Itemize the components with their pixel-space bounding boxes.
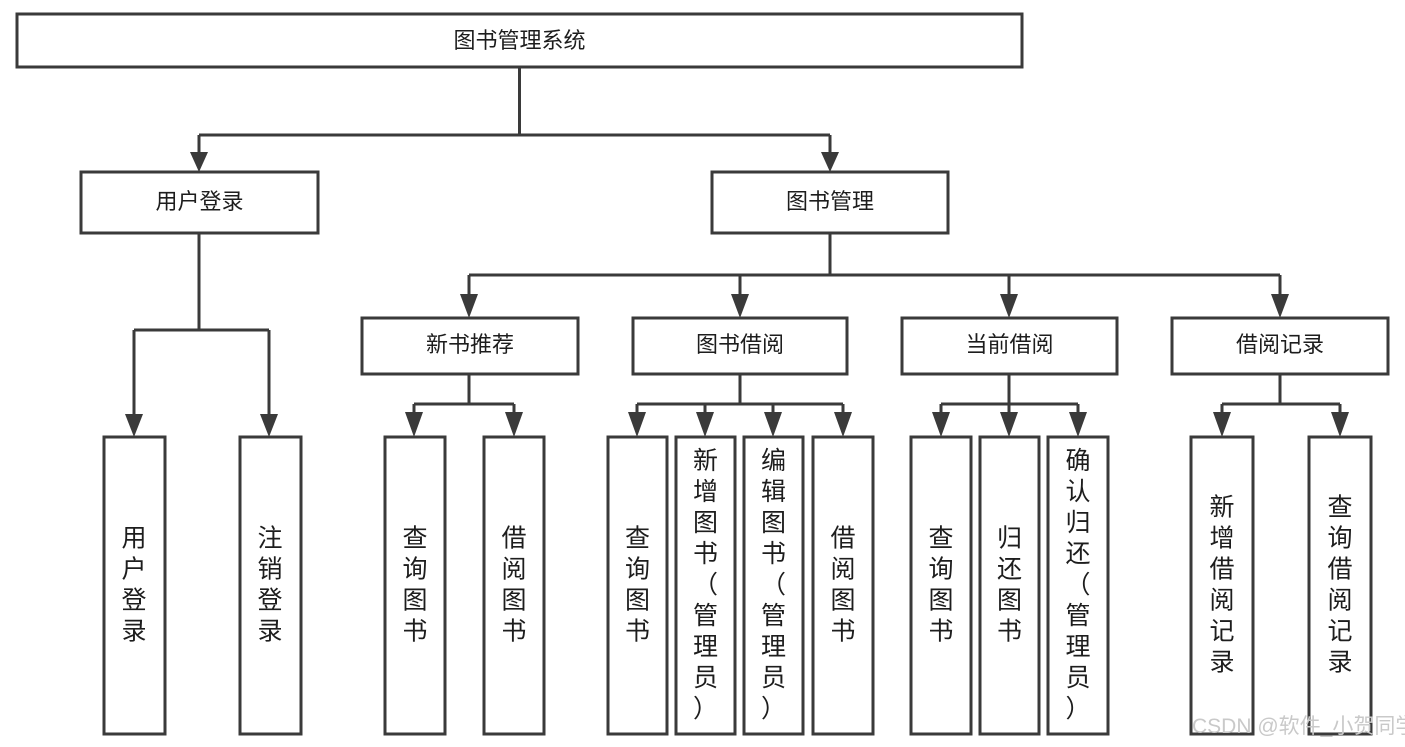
- arrowhead-leaf-edit-book: [764, 412, 782, 437]
- node-new-book-rec[interactable]: 新书推荐: [360, 316, 580, 376]
- node-leaf-confirm-return-label: 确认归还（管理员）: [1065, 447, 1090, 723]
- node-user-login[interactable]: 用户登录: [79, 170, 320, 235]
- arrowhead-leaf-query-record: [1331, 412, 1349, 437]
- node-user-login-box[interactable]: [79, 170, 320, 235]
- node-leaf-query-book-3-label: 查询图书: [928, 525, 953, 646]
- node-book-manage-label: 图书管理: [786, 189, 874, 214]
- node-leaf-edit-book[interactable]: 编辑图书（管理员）: [742, 435, 805, 736]
- node-leaf-return-book-label: 归还图书: [997, 525, 1022, 646]
- node-book-borrow-label: 图书借阅: [696, 332, 784, 357]
- arrowhead-leaf-user-login: [125, 414, 143, 437]
- node-new-book-rec-label: 新书推荐: [426, 332, 514, 357]
- node-leaf-user-login-box[interactable]: [102, 435, 167, 736]
- node-leaf-add-record-label: 新增借阅记录: [1209, 494, 1234, 677]
- node-leaf-query-book-2-box[interactable]: [606, 435, 669, 736]
- arrowhead-current-borrow: [1000, 294, 1018, 318]
- node-new-book-rec-box[interactable]: [360, 316, 580, 376]
- arrowhead-leaf-confirm-return: [1069, 412, 1087, 437]
- node-borrow-record-box[interactable]: [1170, 316, 1390, 376]
- arrowhead-new-book-rec: [460, 294, 478, 318]
- arrowhead-leaf-query-book-3: [932, 412, 950, 437]
- node-root[interactable]: 图书管理系统: [15, 12, 1024, 69]
- arrowhead-leaf-add-record: [1213, 412, 1231, 437]
- arrowhead-book-manage: [821, 152, 839, 172]
- node-leaf-query-record[interactable]: 查询借阅记录: [1307, 435, 1373, 736]
- node-leaf-user-login[interactable]: 用户登录: [102, 435, 167, 736]
- node-leaf-borrow-book-2-label: 借阅图书: [830, 525, 855, 646]
- node-leaf-borrow-book-1-label: 借阅图书: [501, 525, 526, 646]
- node-leaf-query-book-2[interactable]: 查询图书: [606, 435, 669, 736]
- node-leaf-confirm-return-box[interactable]: [1046, 435, 1110, 736]
- node-leaf-borrow-book-2[interactable]: 借阅图书: [811, 435, 875, 736]
- node-user-login-label: 用户登录: [155, 189, 243, 214]
- node-leaf-add-book[interactable]: 新增图书（管理员）: [674, 435, 737, 736]
- connector-layer: [125, 67, 1349, 437]
- arrowhead-book-borrow: [731, 294, 749, 318]
- node-leaf-add-record-box[interactable]: [1189, 435, 1255, 736]
- node-leaf-query-record-label: 查询借阅记录: [1327, 494, 1352, 677]
- node-leaf-query-book-1-box[interactable]: [383, 435, 447, 736]
- node-leaf-query-book-2-label: 查询图书: [625, 525, 650, 646]
- node-leaf-query-record-box[interactable]: [1307, 435, 1373, 736]
- csdn-watermark: CSDN @软件_小贺同学: [1192, 715, 1405, 738]
- arrowhead-leaf-return-book: [1000, 412, 1018, 437]
- node-leaf-query-book-1[interactable]: 查询图书: [383, 435, 447, 736]
- node-current-borrow[interactable]: 当前借阅: [900, 316, 1119, 376]
- node-current-borrow-label: 当前借阅: [965, 332, 1053, 357]
- node-leaf-borrow-book-2-box[interactable]: [811, 435, 875, 736]
- arrowhead-leaf-logout: [260, 414, 278, 437]
- node-leaf-add-book-label: 新增图书（管理员）: [693, 447, 718, 723]
- node-leaf-query-book-3[interactable]: 查询图书: [909, 435, 973, 736]
- node-leaf-add-record[interactable]: 新增借阅记录: [1189, 435, 1255, 736]
- node-book-manage-box[interactable]: [710, 170, 950, 235]
- arrowhead-leaf-query-book-1: [405, 412, 423, 437]
- node-leaf-edit-book-box[interactable]: [742, 435, 805, 736]
- node-borrow-record-label: 借阅记录: [1236, 332, 1324, 357]
- arrowhead-user-login: [190, 152, 208, 172]
- arrowhead-leaf-add-book: [696, 412, 714, 437]
- node-leaf-return-book[interactable]: 归还图书: [978, 435, 1041, 736]
- node-leaf-add-book-box[interactable]: [674, 435, 737, 736]
- node-leaf-logout-box[interactable]: [238, 435, 303, 736]
- node-leaf-return-book-box[interactable]: [978, 435, 1041, 736]
- node-current-borrow-box[interactable]: [900, 316, 1119, 376]
- node-leaf-logout[interactable]: 注销登录: [238, 435, 303, 736]
- arrowhead-borrow-record: [1271, 294, 1289, 318]
- node-leaf-borrow-book-1-box[interactable]: [482, 435, 546, 736]
- node-book-borrow-box[interactable]: [631, 316, 849, 376]
- node-leaf-query-book-1-label: 查询图书: [402, 525, 427, 646]
- node-book-manage[interactable]: 图书管理: [710, 170, 950, 235]
- node-leaf-edit-book-label: 编辑图书（管理员）: [761, 447, 786, 723]
- arrowhead-leaf-query-book-2: [628, 412, 646, 437]
- node-root-label: 图书管理系统: [453, 28, 585, 53]
- node-book-borrow[interactable]: 图书借阅: [631, 316, 849, 376]
- node-leaf-borrow-book-1[interactable]: 借阅图书: [482, 435, 546, 736]
- node-leaf-logout-label: 注销登录: [257, 525, 282, 646]
- node-leaf-user-login-label: 用户登录: [121, 525, 146, 646]
- node-leaf-confirm-return[interactable]: 确认归还（管理员）: [1046, 435, 1110, 736]
- arrowhead-leaf-borrow-book-2: [834, 412, 852, 437]
- node-leaf-query-book-3-box[interactable]: [909, 435, 973, 736]
- node-borrow-record[interactable]: 借阅记录: [1170, 316, 1390, 376]
- arrowhead-leaf-borrow-book-1: [505, 412, 523, 437]
- node-root-box[interactable]: [15, 12, 1024, 69]
